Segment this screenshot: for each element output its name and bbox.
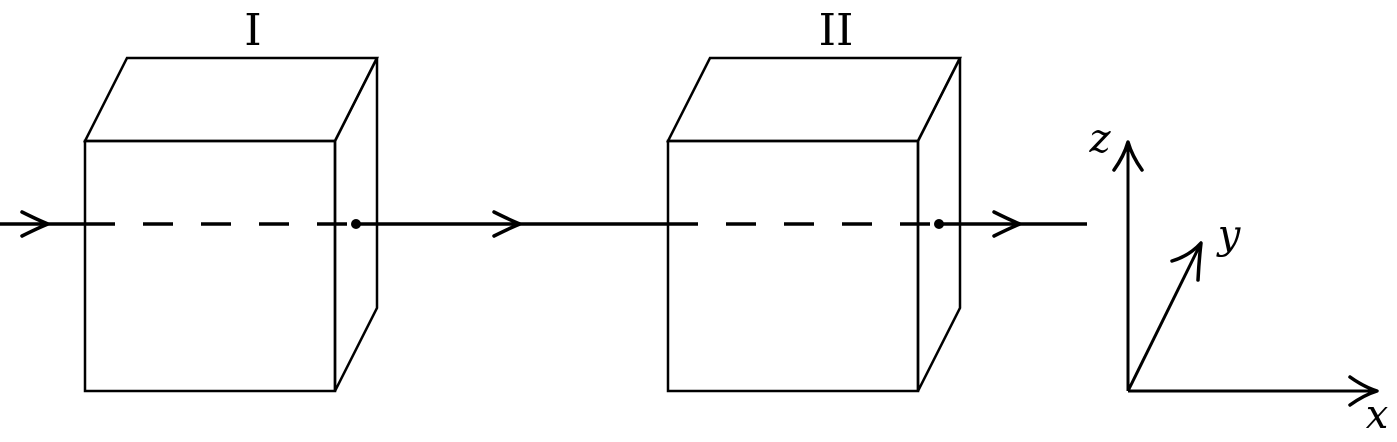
block-2-label: II [819,5,854,56]
x-axis-label: x [1366,392,1389,437]
beam-arrowhead-2 [492,210,522,238]
beam-arrowhead-3 [992,210,1022,238]
beam-arrowhead-1 [20,210,50,238]
block-1-side-face [333,57,379,392]
block-1-front-face [83,139,337,393]
block-2: II [665,5,963,393]
beam-exit-dot-2 [934,219,944,229]
block-2-front-face [666,139,920,393]
z-axis-arrowhead [1112,140,1144,172]
block-1: I [82,5,380,393]
y-axis [1126,244,1202,392]
coordinate-axes: z y x [1088,116,1389,438]
beam-exit-dot-1 [351,219,361,229]
z-axis-label: z [1088,116,1111,162]
light-beam [0,210,1087,238]
block-1-top-face [82,56,380,143]
block-1-label: I [244,5,261,56]
block-2-top-face [665,56,963,143]
y-axis-arrowhead [1170,241,1203,282]
x-axis-arrowhead [1348,375,1379,407]
y-axis-label: y [1216,212,1242,258]
block-2-side-face [916,57,962,392]
